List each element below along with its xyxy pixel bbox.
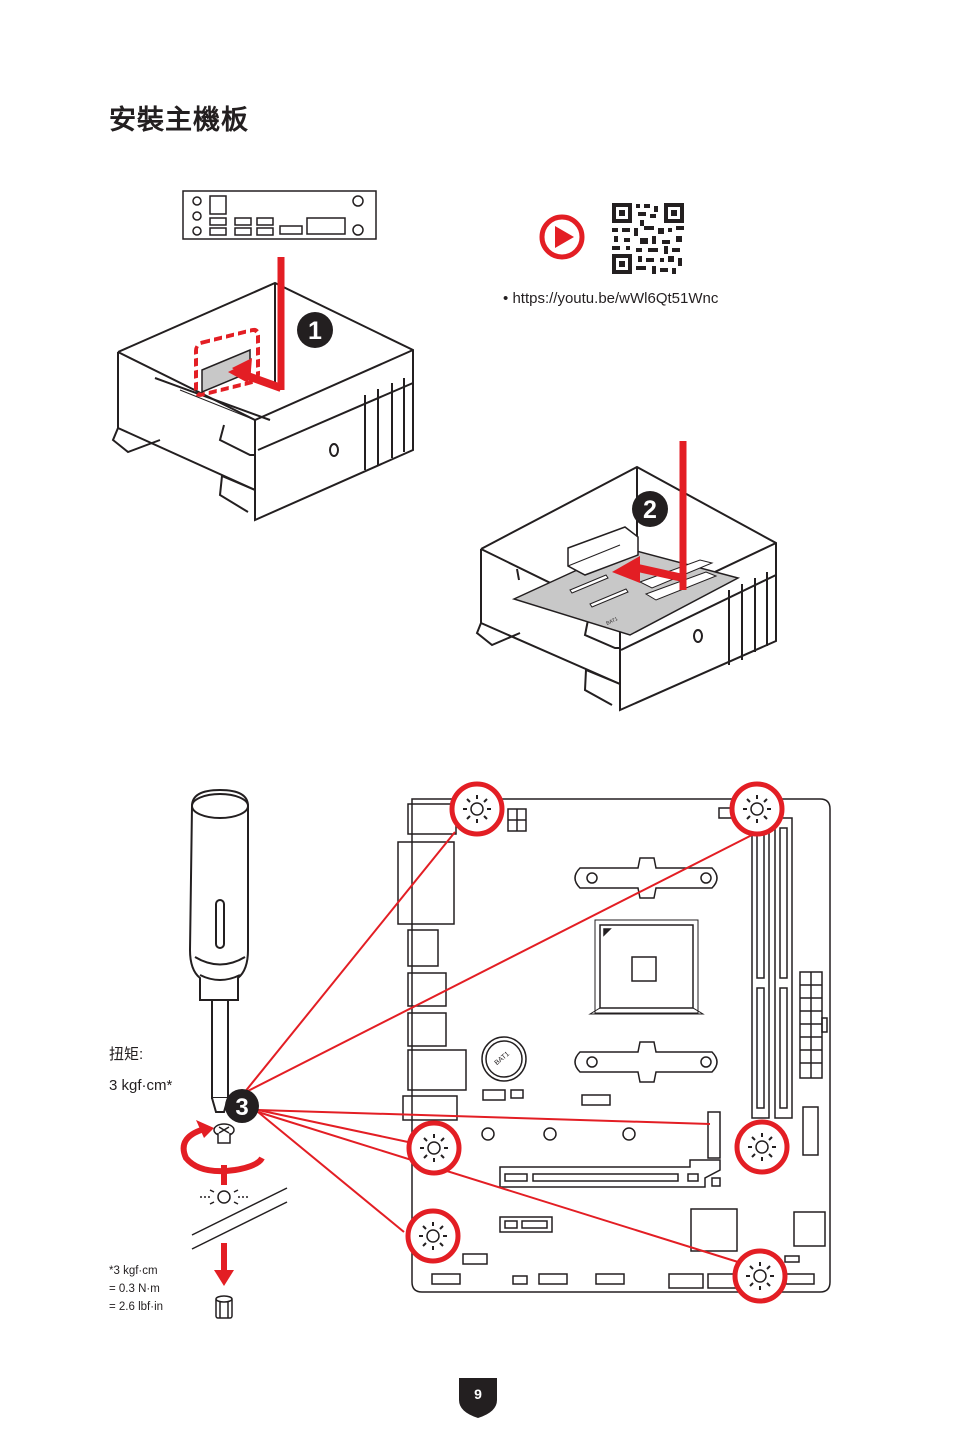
step-2-badge: 2 [632, 491, 668, 527]
conversion-line-3: = 2.6 lbf·in [109, 1301, 164, 1313]
rotate-arrow [180, 1125, 265, 1175]
conversion-line-1: *3 kgf·cm [109, 1265, 158, 1277]
step-1-badge: 1 [297, 312, 333, 348]
video-url[interactable]: https://youtu.be/wWl6Qt51Wnc [512, 290, 719, 307]
battery-label: BAT1 [493, 1051, 511, 1067]
step-3-label: 3 [235, 1094, 248, 1121]
qr-code-icon [612, 203, 684, 274]
conversion-line-2: = 0.3 N·m [109, 1283, 160, 1295]
motherboard-top [397, 798, 831, 1293]
case-2 [475, 465, 777, 712]
io-shield [182, 190, 377, 240]
page-number-text: 9 [474, 1386, 482, 1402]
screw-hole-1 [452, 784, 502, 834]
guide-lines [243, 831, 753, 1263]
case-1 [111, 281, 414, 522]
screw-hole-2 [732, 784, 782, 834]
torque-label: 扭矩: [109, 1046, 144, 1063]
standoff-icon [215, 1295, 233, 1319]
screw-hole-6 [735, 1251, 785, 1301]
video-link[interactable]: • https://youtu.be/wWl6Qt51Wnc [503, 290, 718, 307]
page-title: 安裝主機板 [109, 105, 249, 136]
screw-hole-3 [409, 1123, 459, 1173]
screwdriver-icon [188, 788, 249, 1113]
screw-hole-5 [408, 1211, 458, 1261]
torque-value: 3 kgf·cm* [109, 1077, 173, 1094]
step-3-badge: 3 [225, 1089, 259, 1123]
arrow-head-2 [612, 556, 640, 583]
mount-hole [191, 1187, 288, 1250]
bullet: • [503, 290, 509, 307]
page-number-badge [459, 1378, 497, 1418]
screw-hole-4 [737, 1122, 787, 1172]
page-number: 9 [459, 1378, 497, 1414]
step-1-label: 1 [308, 317, 322, 345]
battery-label-case: BAT1 [605, 616, 619, 627]
screw-icon [213, 1123, 235, 1144]
step-2-label: 2 [643, 496, 657, 524]
play-icon[interactable] [539, 214, 585, 260]
